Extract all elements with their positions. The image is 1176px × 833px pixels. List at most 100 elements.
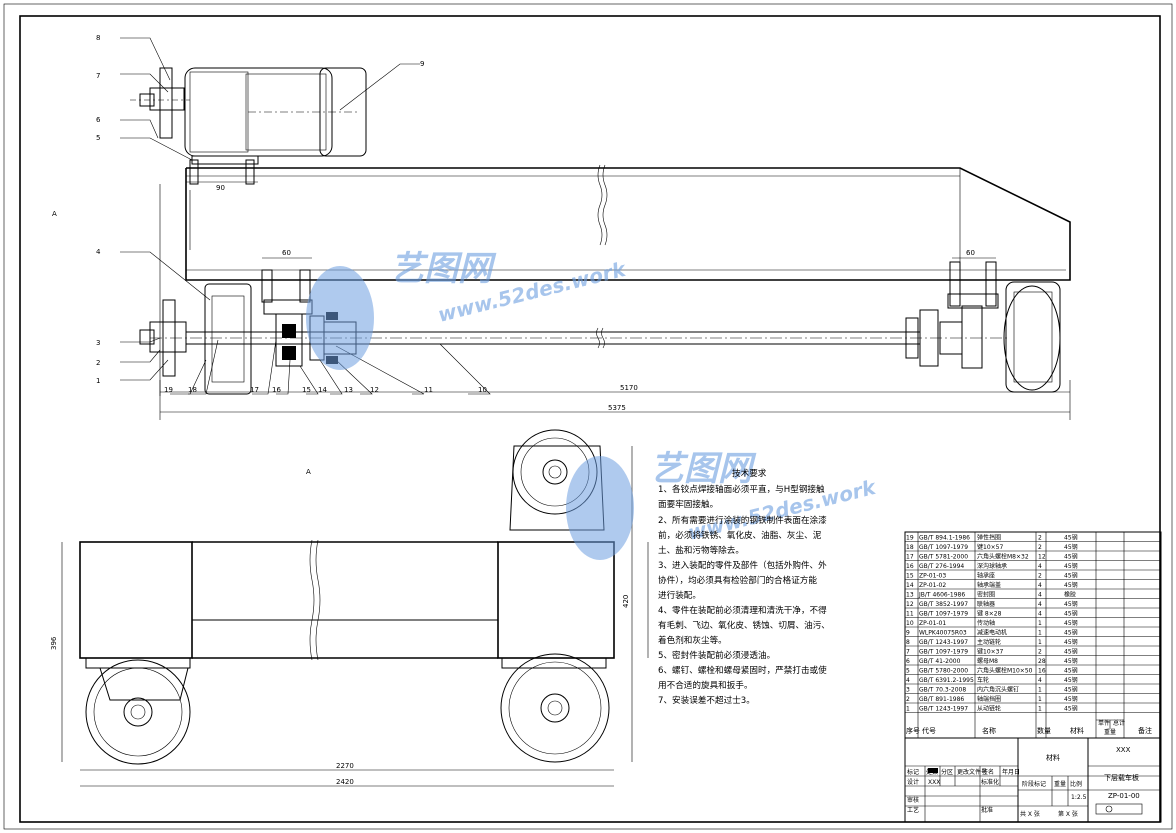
callout: 18: [188, 386, 197, 394]
svg-text:年月日: 年月日: [1002, 768, 1020, 776]
tech-line: 7、安装误差不超过士3。: [658, 694, 755, 706]
svg-text:处数: 处数: [926, 768, 938, 776]
svg-text:审核: 审核: [907, 796, 919, 804]
callout: 13: [344, 386, 353, 394]
dimension-texts: 5375 5170 60 60 90 2420 2270 396 420 A A: [50, 184, 975, 786]
title-block-texts: 材料 XXX 下层载车板 ZP-01-00 1:2.5 阶段标记 重量 比例 共…: [907, 746, 1140, 818]
bom-cell-name: 密封圈: [977, 591, 995, 599]
svg-text:备注: 备注: [1138, 726, 1152, 735]
bom-cell-mat: 45钢: [1064, 553, 1078, 561]
motor-body: [184, 67, 333, 157]
bom-cell-no: 2: [906, 696, 910, 703]
watermark-2: 艺图网 www.52des.work: [566, 449, 879, 560]
bom-cell-name: 轴承座: [977, 572, 995, 580]
callout: 7: [96, 72, 100, 80]
bom-cell-mat: 45钢: [1064, 629, 1078, 637]
bom-cell-code: WLPK40075R03: [919, 630, 967, 637]
bom-cell-mat: 45钢: [1064, 619, 1078, 627]
dim-420: 420: [622, 595, 630, 608]
inner-border: [19, 15, 1161, 823]
tech-line: 着色剂和灰尘等。: [658, 634, 727, 646]
bom-cell-code: GB/T 1243-1997: [919, 639, 968, 646]
bom-cell-no: 17: [906, 554, 914, 561]
bom-cell-no: 10: [906, 620, 914, 627]
svg-text:名称: 名称: [982, 726, 996, 735]
bom-cell-mat: 45钢: [1064, 562, 1078, 570]
bom-cell-qty: 1: [1038, 630, 1042, 637]
tb-drawing-name: 下层载车板: [1104, 773, 1139, 782]
bom-cell-qty: 16: [1038, 668, 1046, 675]
dim-396: 396: [50, 636, 58, 650]
callout: 1: [96, 377, 100, 385]
svg-text:设计: 设计: [907, 778, 919, 786]
svg-text:材料: 材料: [1070, 726, 1084, 735]
tech-line: 4、零件在装配前必须清理和清洗干净，不得: [658, 604, 827, 616]
svg-text:重量: 重量: [1104, 728, 1116, 736]
callout: 15: [302, 386, 311, 394]
tech-line: 用不合适的旋具和扳手。: [658, 679, 753, 691]
svg-text:序号: 序号: [906, 726, 920, 735]
bom-cell-qty: 4: [1038, 592, 1042, 599]
tb-scale: 1:2.5: [1071, 794, 1087, 801]
dim-90: 90: [216, 184, 225, 192]
side-view: [61, 429, 649, 787]
bom-cell-no: 4: [906, 677, 910, 684]
bom-cell-code: GB/T 894.1-1986: [919, 535, 970, 542]
bom-cell-mat: 45钢: [1064, 610, 1078, 618]
bom-cell-no: 3: [906, 687, 910, 694]
dim-5375: 5375: [608, 404, 626, 412]
callout: 12: [370, 386, 379, 394]
svg-text:数量: 数量: [1037, 726, 1051, 735]
bom-cell-code: GB/T 1097-1979: [919, 649, 968, 656]
svg-text:单件: 单件: [1098, 719, 1110, 727]
tech-line: 土、盐和污物等除去。: [658, 544, 744, 556]
bom-cell-name: 联轴器: [977, 600, 995, 608]
bom-header: 序号 代号 名称 数量 材料 单件 总计 重量 备注: [906, 719, 1152, 736]
tech-line: 1、各铰点焊接轴面必须平直，与H型钢接触: [658, 483, 825, 495]
bom-cell-code: GB/T 3852-1997: [919, 601, 968, 608]
callout: 11: [424, 386, 433, 394]
bom-cell-mat: 45钢: [1064, 657, 1078, 665]
tb-company: XXX: [1116, 746, 1131, 754]
tb-sheet-no: 第 X 张: [1058, 810, 1078, 818]
svg-text:签名: 签名: [982, 768, 994, 776]
svg-text:代号: 代号: [922, 726, 936, 735]
tech-line: 协件），均必须具有检验部门的合格证方能: [658, 574, 817, 586]
bom-cell-mat: 45钢: [1064, 534, 1078, 542]
watermark-1: 艺图网 www.52des.work: [306, 249, 629, 370]
tech-line: 有毛刺、飞边、氧化皮、锈蚀、切屑、油污、: [658, 619, 830, 631]
tech-title: 技术要求: [732, 467, 767, 479]
bom-cell-code: ZP-01-01: [919, 620, 946, 627]
bom-cell-mat: 45钢: [1064, 648, 1078, 656]
view-label-a: A: [52, 210, 57, 218]
bom-cell-code: ZP-01-03: [919, 573, 946, 580]
bom-cell-qty: 4: [1038, 611, 1042, 618]
bom-cell-mat: 45钢: [1064, 695, 1078, 703]
title-block: [904, 737, 1162, 823]
svg-text:标准化: 标准化: [981, 778, 999, 786]
bom-cell-qty: 1: [1038, 639, 1042, 646]
bom-cell-qty: 4: [1038, 582, 1042, 589]
bom-cell-no: 16: [906, 563, 914, 570]
bom-cell-code: GB/T 1097-1979: [919, 611, 968, 618]
svg-text:更改文件号: 更改文件号: [957, 768, 987, 776]
technical-requirements: 技术要求 1、各铰点焊接轴面必须平直，与H型钢接触 面要牢固接触。 2、所有需要…: [658, 467, 830, 706]
tech-line: 前，必须将铁锈、氧化皮、油脂、灰尘、泥: [658, 529, 822, 541]
bom-cell-qty: 4: [1038, 601, 1042, 608]
bom-cell-name: 主动链轮: [977, 638, 1001, 646]
svg-text:分区: 分区: [941, 768, 953, 776]
bom-cell-name: 六角头螺栓M10×50: [977, 667, 1033, 675]
bom-cell-qty: 1: [1038, 620, 1042, 627]
bom-cell-no: 12: [906, 601, 914, 608]
bom-cell-code: GB/T 5780-2000: [919, 668, 968, 675]
bom-cell-no: 18: [906, 544, 914, 551]
bom-cell-name: 螺母M8: [977, 657, 998, 665]
bom-cell-name: 轴承端盖: [977, 581, 1001, 589]
bom-cell-no: 14: [906, 582, 914, 589]
bom-cell-qty: 4: [1038, 677, 1042, 684]
bom-cell-code: GB/T 5781-2000: [919, 554, 968, 561]
bom-cell-no: 1: [906, 706, 910, 713]
bom-cell-code: GB/T 1097-1979: [919, 544, 968, 551]
